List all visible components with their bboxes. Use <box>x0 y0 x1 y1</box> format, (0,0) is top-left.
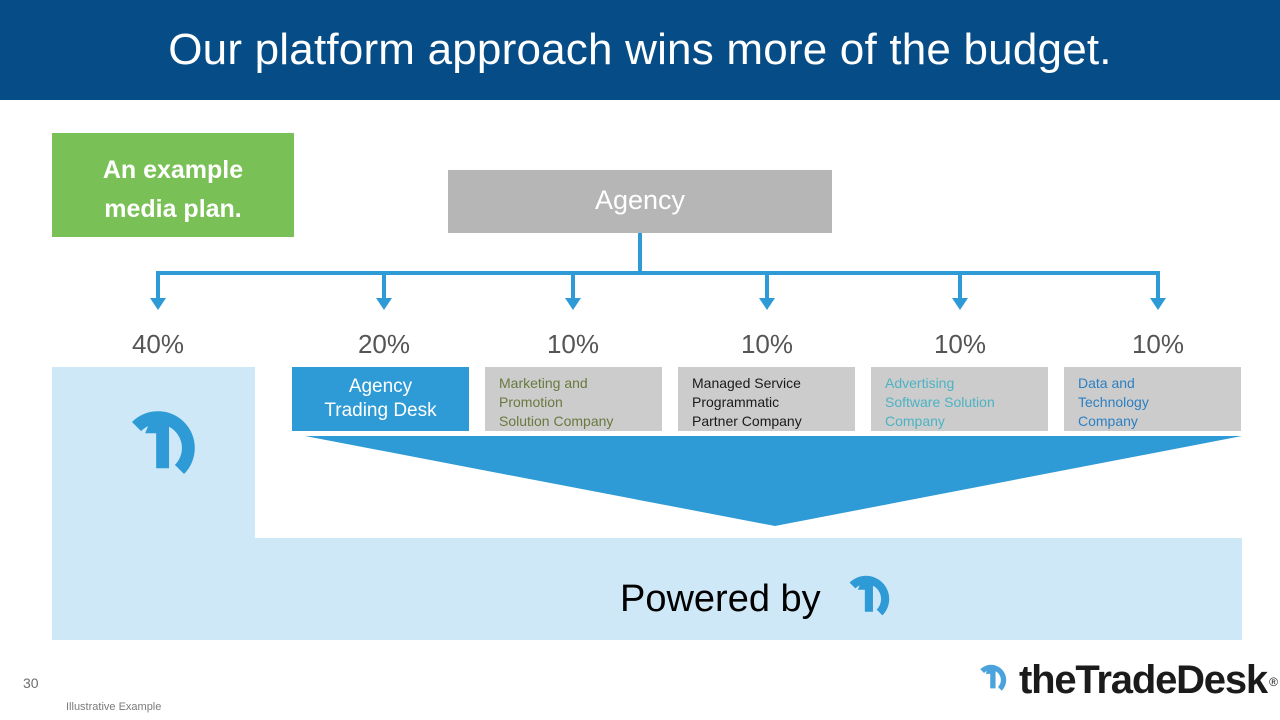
trade-desk-mark-icon <box>849 575 889 616</box>
vendor-label-managed-service: Managed Service Programmatic Partner Com… <box>692 374 802 431</box>
vendor-label-data-technology: Data and Technology Company <box>1078 374 1149 431</box>
agency-root-box: Agency <box>448 170 832 233</box>
footnote-illustrative-example: Illustrative Example <box>66 701 162 713</box>
title-bar: Our platform approach wins more of the b… <box>0 0 1280 100</box>
connector-arrowhead-1 <box>150 298 166 310</box>
connector-drop-1 <box>156 271 160 300</box>
callout-line-1: An example <box>102 156 244 184</box>
vendor-line-1: Agency <box>348 376 413 397</box>
vendor-line-2: Technology <box>1078 394 1149 410</box>
connector-drop-2 <box>382 271 386 300</box>
connector-drop-6 <box>1156 271 1160 300</box>
vendor-line-3: Company <box>885 413 945 429</box>
vendor-line-2: Programmatic <box>692 394 780 410</box>
powered-by-text: Powered by <box>620 578 821 620</box>
agency-root-label: Agency <box>594 185 686 215</box>
callout-media-plan: An example media plan. <box>52 133 294 237</box>
vendor-box-advertising-software: Advertising Software Solution Company <box>871 367 1048 431</box>
vendor-box-marketing-promotion: Marketing and Promotion Solution Company <box>485 367 662 431</box>
brand-wordmark-text: theTradeDesk <box>1019 658 1268 702</box>
connector-drop-5 <box>958 271 962 300</box>
powered-by-panel <box>52 538 1242 640</box>
vendor-box-agency-trading-desk: Agency Trading Desk <box>292 367 469 431</box>
brand-logo: theTradeDesk ® <box>972 658 1278 702</box>
page-title: Our platform approach wins more of the b… <box>168 25 1112 74</box>
percent-label-1: 40% <box>131 329 185 359</box>
connector-drop-3 <box>571 271 575 300</box>
vendor-line-2: Software Solution <box>885 394 995 410</box>
brand-wordmark: theTradeDesk ® <box>1019 658 1278 702</box>
vendor-line-1: Data and <box>1078 375 1135 391</box>
percent-label-4: 10% <box>740 329 794 359</box>
funnel-arrow-shape <box>305 436 1242 526</box>
connector-arrowhead-2 <box>376 298 392 310</box>
vendor-label-marketing-promotion: Marketing and Promotion Solution Company <box>499 374 613 431</box>
connector-arrowhead-6 <box>1150 298 1166 310</box>
callout-line-2: media plan. <box>104 195 242 223</box>
vendor-line-1: Advertising <box>885 375 955 391</box>
connector-horizontal-bus <box>156 271 1160 275</box>
vendor-box-data-technology: Data and Technology Company <box>1064 367 1241 431</box>
vendor-label-agency-trading-desk: Agency Trading Desk <box>292 375 469 423</box>
vendor-label-advertising-software: Advertising Software Solution Company <box>885 374 995 431</box>
vendor-line-3: Partner Company <box>692 413 802 429</box>
percent-label-3: 10% <box>546 329 600 359</box>
vendor-line-3: Company <box>1078 413 1138 429</box>
registered-mark: ® <box>1269 675 1278 689</box>
connector-arrowhead-5 <box>952 298 968 310</box>
powered-by-group: Powered by <box>620 570 895 628</box>
vendor-box-managed-service: Managed Service Programmatic Partner Com… <box>678 367 855 431</box>
vendor-line-2: Promotion <box>499 394 563 410</box>
connector-arrowhead-4 <box>759 298 775 310</box>
percent-label-5: 10% <box>933 329 987 359</box>
connector-drop-4 <box>765 271 769 300</box>
callout-text: An example media plan. <box>52 151 294 229</box>
vendor-line-1: Marketing and <box>499 375 588 391</box>
vendor-line-1: Managed Service <box>692 375 801 391</box>
trade-desk-mark-icon <box>131 411 195 475</box>
connector-arrowhead-3 <box>565 298 581 310</box>
page-number: 30 <box>23 675 39 691</box>
percent-label-6: 10% <box>1131 329 1185 359</box>
trade-desk-mark-icon <box>980 664 1007 691</box>
trade-desk-mark-large <box>112 402 204 494</box>
connector-stem-vertical <box>638 233 642 273</box>
vendor-line-2: Trading Desk <box>324 400 437 421</box>
vendor-line-3: Solution Company <box>499 413 614 429</box>
percent-label-2: 20% <box>357 329 411 359</box>
